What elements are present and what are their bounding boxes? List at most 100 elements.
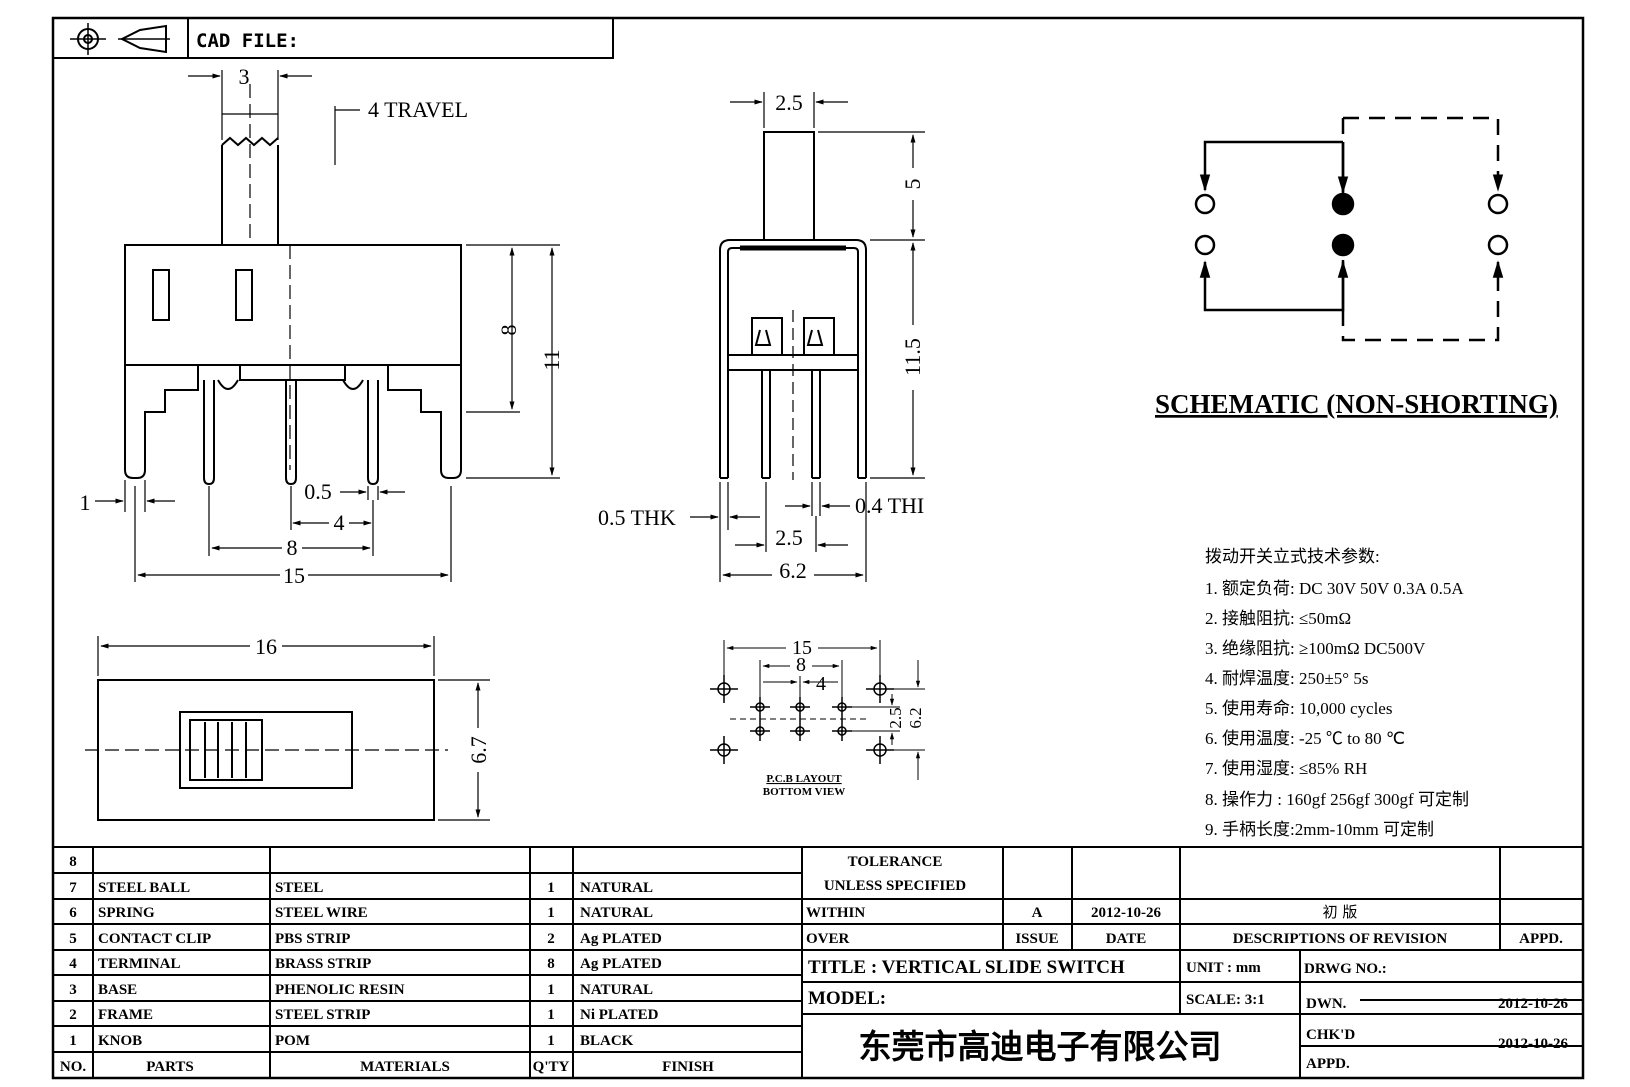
descriptions-header: DESCRIPTIONS OF REVISION [1233,931,1448,947]
thk-left-label: 0.5 THK [598,505,676,530]
side-view-labels: 3 4 TRAVEL 8 11 1 0.5 4 8 15 [80,64,565,588]
cell-finish: Ag PLATED [580,956,662,972]
cell-material: STEEL [275,880,323,896]
pcb-labels: 15 8 4 2.5 6.2 P.C.B LAYOUT BOTTOM VIEW [763,637,925,798]
within-label: WITHIN [806,905,865,921]
tolerance-label: TOLERANCE [848,854,943,870]
cell-finish: Ni PLATED [580,1007,659,1023]
cell-material: STEEL WIRE [275,905,368,921]
cell-qty: 2 [547,931,555,947]
spec-item: 4. 耐焊温度: 250±5° 5s [1205,669,1368,688]
projection-symbol-icon [70,23,170,55]
cell-part: CONTACT CLIP [98,931,211,947]
dim-8-height: 8 [496,325,521,336]
pcb-dim-8: 8 [796,654,806,676]
spec-item: 5. 使用寿命: 10,000 cycles [1205,698,1392,718]
spec-item: 2. 接触阻抗: ≤50mΩ [1205,609,1351,628]
cell-part: STEEL BALL [98,880,190,896]
travel-label: 4 TRAVEL [368,97,468,122]
cell-material: PHENOLIC RESIN [275,982,405,998]
cell-part: SPRING [98,905,155,921]
header-no: NO. [60,1059,87,1075]
cell-finish: NATURAL [580,905,653,921]
cell-qty: 8 [547,956,555,972]
end-view-labels: 2.5 5 11.5 0.5 THK 0.4 THI 2.5 6.2 [598,90,925,583]
pcb-dim-15: 15 [792,637,812,659]
dim-0-5: 0.5 [304,479,332,504]
dim-2-5-top: 2.5 [775,90,803,115]
pcb-dimensions [723,640,925,780]
issue-header: ISSUE [1015,931,1058,947]
schematic-title: SCHEMATIC (NON-SHORTING) [1155,389,1558,419]
drawing-title: TITLE : VERTICAL SLIDE SWITCH [808,957,1125,978]
end-view [719,131,867,480]
spec-item: 7. 使用湿度: ≤85% RH [1205,758,1367,778]
header-materials: MATERIALS [360,1059,450,1075]
cell-no: 4 [69,956,77,972]
spec-item: 9. 手柄长度:2mm-10mm 可定制 [1205,820,1434,839]
company-name: 东莞市高迪电子有限公司 [859,1027,1222,1066]
cell-material: POM [275,1033,310,1049]
revision-date: 2012-10-26 [1091,905,1161,921]
cell-qty: 1 [547,905,555,921]
top-view-dimensions [97,636,490,821]
dim-15-width: 15 [283,563,305,588]
checked-label: CHK'D [1306,1027,1355,1043]
cell-no: 7 [69,880,77,896]
model-label: MODEL: [808,988,886,1009]
drawing-number-label: DRWG NO.: [1304,961,1387,977]
revision-description: 初 版 [1323,903,1358,921]
revision-issue: A [1032,905,1043,921]
header-parts: PARTS [146,1059,194,1075]
header-finish: FINISH [662,1059,714,1075]
dim-5: 5 [900,179,925,190]
cell-material: STEEL STRIP [275,1007,370,1023]
date-header: DATE [1106,931,1147,947]
side-view [124,84,462,486]
scale-label: SCALE: 3:1 [1186,992,1265,1008]
unless-specified-label: UNLESS SPECIFIED [824,878,966,894]
cell-qty: 1 [547,1033,555,1049]
cell-qty: 1 [547,982,555,998]
cell-no: 3 [69,982,77,998]
over-label: OVER [806,931,850,947]
cell-part: TERMINAL [98,956,181,972]
cell-finish: NATURAL [580,880,653,896]
drawn-label: DWN. [1306,996,1347,1012]
spec-item: 3. 绝缘阻抗: ≥100mΩ DC500V [1205,639,1426,658]
pcb-caption: P.C.B LAYOUT [766,773,842,785]
spec-item: 8. 操作力 : 160gf 256gf 300gf 可定制 [1205,790,1469,809]
pcb-dim-4: 4 [816,673,826,695]
spec-item: 1. 额定负荷: DC 30V 50V 0.3A 0.5A [1205,579,1464,598]
dim-11-5: 11.5 [900,338,925,376]
cell-material: BRASS STRIP [275,956,371,972]
drawn-date: 2012-10-26 [1498,996,1568,1012]
parts-table-text: 8 7 STEEL BALL STEEL 1 NATURAL 6 SPRING … [60,854,714,1075]
header-qty: Q'TY [533,1059,570,1075]
cell-part: FRAME [98,1007,153,1023]
parts-table [53,846,1583,1078]
spec-item: 6. 使用温度: -25 ℃ to 80 ℃ [1205,728,1405,748]
pcb-layout [710,675,894,764]
title-block-text: TOLERANCE UNLESS SPECIFIED WITHIN OVER A… [806,854,1568,1072]
cell-finish: Ag PLATED [580,931,662,947]
dim-6-2: 6.2 [779,558,807,583]
cell-qty: 1 [547,880,555,896]
cell-no: 6 [69,905,77,921]
top-view-labels: 16 6.7 [255,634,491,764]
dim-6-7: 6.7 [466,736,491,764]
dim-11-height: 11 [539,349,564,370]
unit-label: UNIT : mm [1186,960,1261,976]
pcb-dim-6-2: 6.2 [906,707,925,728]
top-view [85,679,448,821]
end-view-dimensions [690,92,925,582]
header-box: CAD FILE: [52,17,614,59]
cell-finish: NATURAL [580,982,653,998]
cell-finish: BLACK [580,1033,634,1049]
cell-part: BASE [98,982,137,998]
checked-date: 2012-10-26 [1498,1036,1568,1052]
mount-hole-icon [710,675,894,764]
cad-file-label: CAD FILE: [196,30,299,52]
cell-material: PBS STRIP [275,931,350,947]
